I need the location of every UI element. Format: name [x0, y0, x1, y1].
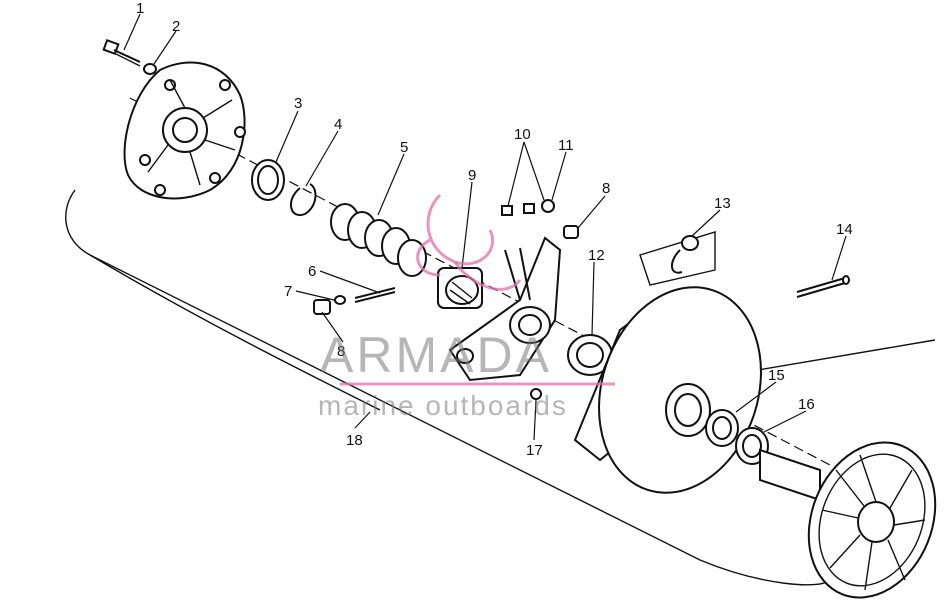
- callout-12: 12: [588, 247, 605, 264]
- part-snap-ring: [290, 183, 317, 217]
- callout-13: 13: [714, 195, 731, 212]
- part-bolt: [102, 38, 141, 67]
- callout-18: 18: [346, 432, 363, 449]
- part-nut-pair: [501, 199, 555, 216]
- callout-7: 7: [284, 283, 292, 300]
- watermark-brand: ARMADA: [320, 327, 552, 383]
- watermark-logo-mark: [340, 193, 615, 386]
- part-spring: [330, 203, 427, 277]
- callout-9: 9: [468, 167, 476, 184]
- part-sleeve: [705, 409, 739, 447]
- watermark-tagline: marine outboards: [318, 390, 568, 421]
- watermark: ARMADA marine outboards: [318, 193, 615, 421]
- part-cam-arm: [448, 236, 562, 382]
- part-bracket: [639, 231, 716, 286]
- part-washer: [143, 63, 157, 75]
- part-roller: [313, 299, 331, 315]
- leader-lines: [123, 13, 847, 441]
- part-housing: [123, 61, 246, 200]
- part-sheave: [573, 286, 762, 494]
- callout-3: 3: [294, 95, 302, 112]
- callout-11: 11: [558, 137, 574, 154]
- part-fixed-sheave: [759, 441, 937, 599]
- callout-5: 5: [400, 139, 408, 156]
- callout-labels: 1 2 3 4 5 6 7 8 8 9 10 11 12 13 14 15 16…: [136, 0, 853, 459]
- part-bearing-ring: [251, 159, 285, 201]
- part-shaft-pin: [796, 275, 850, 298]
- part-pin: [354, 287, 396, 303]
- callout-1: 1: [136, 0, 144, 17]
- callout-17: 17: [526, 442, 543, 459]
- callout-8-lower: 8: [337, 343, 345, 360]
- part-roller-cage: [437, 267, 483, 309]
- background-sheet: [65, 189, 936, 586]
- callout-8-upper: 8: [602, 180, 610, 197]
- part-bushing: [563, 225, 579, 239]
- part-spacer-ring: [567, 334, 613, 376]
- callout-10: 10: [514, 126, 531, 143]
- callout-14: 14: [836, 221, 853, 238]
- callout-15: 15: [768, 367, 785, 384]
- part-small-nut: [530, 388, 542, 400]
- callout-4: 4: [334, 116, 342, 133]
- part-pin-cap: [334, 295, 346, 305]
- callout-6: 6: [308, 263, 316, 280]
- callout-2: 2: [172, 18, 180, 35]
- callout-16: 16: [798, 396, 815, 413]
